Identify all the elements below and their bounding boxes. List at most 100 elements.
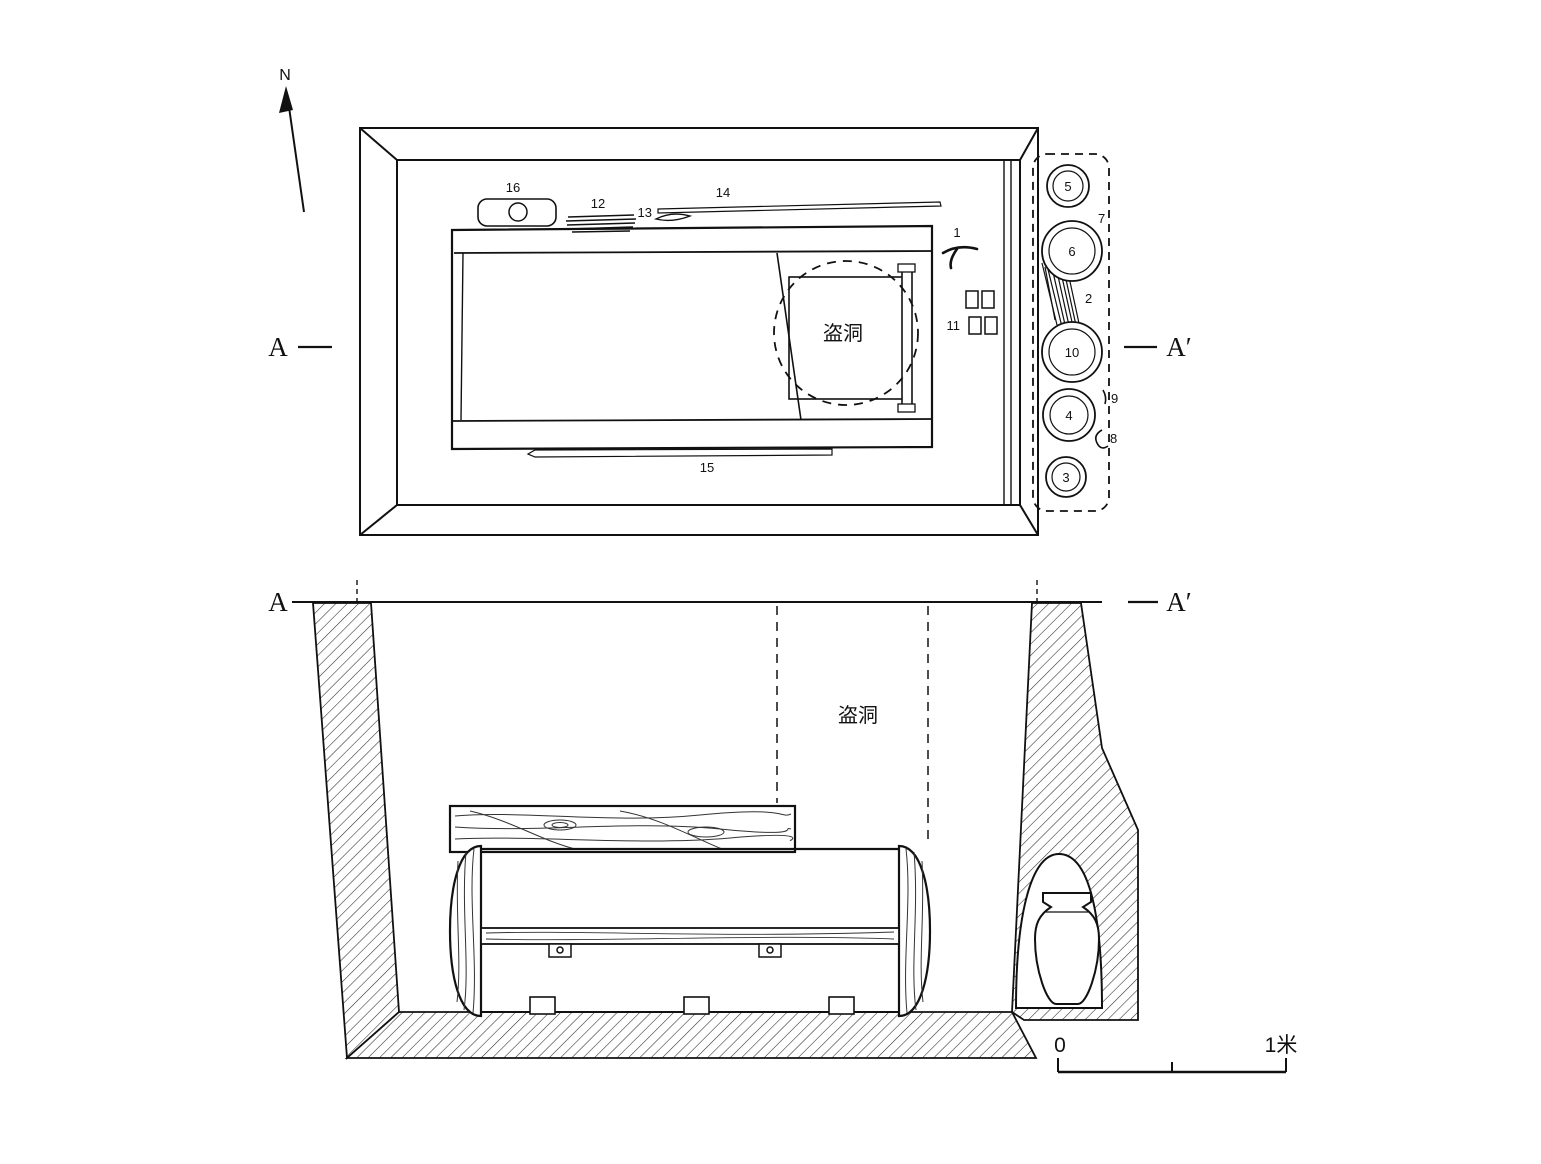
scale-bar: 0 1米 <box>1054 1034 1298 1074</box>
end-board-tenon-top <box>897 263 916 273</box>
vessel-3-rim-inner <box>1051 462 1081 492</box>
artifact-9-shape <box>1102 389 1107 405</box>
vessel-5-label: 5 <box>1064 179 1071 194</box>
artifact-16-knob <box>508 202 528 222</box>
vessel-circle-5: 5 <box>1046 164 1090 208</box>
artifact-16: 16 <box>477 180 557 227</box>
pot-body <box>1033 892 1101 1005</box>
lid-wood-grain <box>454 810 794 850</box>
artifact-2-strand <box>1045 260 1063 328</box>
artifact-2-label: 2 <box>1085 291 1092 306</box>
artifact-14-rod <box>657 201 942 214</box>
pit-corner-line <box>1019 504 1039 536</box>
pit-corner-line <box>359 504 398 536</box>
artifact-12-line <box>568 226 634 230</box>
vessel-10-label: 10 <box>1065 345 1079 360</box>
scale-max-label: 1米 <box>1265 1034 1298 1057</box>
artifact-11-plaque <box>984 316 998 335</box>
vessel-6-rim-outer <box>1041 220 1103 282</box>
vessel-niche-plan: 5 6 10 4 3 <box>1032 153 1110 512</box>
artifact-8-shape <box>1095 429 1109 449</box>
artifact-13-shape <box>653 213 693 222</box>
vessel-6-label: 6 <box>1068 244 1075 259</box>
north-arrow-head <box>279 86 293 113</box>
section-view: A A′ <box>268 580 1298 1074</box>
vessel-circle-3: 3 <box>1045 456 1087 498</box>
robber-hole-plan: 盗洞 <box>773 260 919 406</box>
vessel-4-rim-inner <box>1049 395 1089 435</box>
vessel-4-label: 4 <box>1065 408 1072 423</box>
artifact-8: 8 <box>1095 429 1117 449</box>
support-block <box>683 996 710 1015</box>
artifact-9-label: 9 <box>1111 391 1118 406</box>
vessel-circle-6: 6 <box>1041 220 1103 282</box>
artifact-1-shape <box>949 247 959 270</box>
vessel-circle-4: 4 <box>1042 388 1096 442</box>
pit-floor <box>344 1011 1038 1059</box>
plan-section-line: A A′ <box>268 332 1191 362</box>
coffin-outline-plan <box>450 224 934 451</box>
vessel-circle-10: 10 <box>1041 321 1103 383</box>
pit-wall-left <box>312 602 400 1060</box>
artifact-13: 13 <box>638 205 693 222</box>
vessel-10-rim-inner <box>1048 328 1096 376</box>
scale-zero-label: 0 <box>1054 1034 1066 1057</box>
end-board-grain-right <box>905 848 924 1014</box>
artifact-15-rod <box>526 448 833 458</box>
pit-inner-rect <box>396 159 1021 506</box>
end-board-tenon-bottom <box>897 403 916 413</box>
artifact-16-label: 16 <box>506 180 520 195</box>
coffin-cleats <box>548 943 782 958</box>
artifact-15-label: 15 <box>700 460 714 475</box>
artifact-1-shape <box>941 245 979 255</box>
coffin-body <box>448 844 932 1018</box>
artifact-12: 12 <box>565 196 637 233</box>
artifact-11: 11 <box>947 290 998 335</box>
coffin-bottom-plank-line <box>452 418 933 422</box>
coffin-left-end-line <box>460 252 464 421</box>
cleat-peg <box>556 946 564 954</box>
north-label: N <box>279 67 291 84</box>
artifact-12-line <box>566 222 636 226</box>
pit-corner-line <box>1019 127 1039 161</box>
plan-section-label-right: A′ <box>1166 332 1191 362</box>
artifact-11-plaque <box>965 290 979 309</box>
coffin-plan <box>450 224 934 451</box>
artifact-7-label: 7 <box>1098 211 1105 226</box>
support-block <box>828 996 855 1015</box>
plan-view: A A′ 盗洞 16 <box>268 127 1192 536</box>
robber-hole-label-section: 盗洞 <box>838 704 878 727</box>
support-block <box>529 996 556 1015</box>
robber-hole-circle <box>773 260 919 406</box>
coffin-top-plank-line <box>453 250 933 254</box>
artifact-9: 9 <box>1102 389 1118 406</box>
pit-corner-line <box>359 127 398 161</box>
niche-pot <box>1033 892 1101 1005</box>
coffin-lid-plank <box>448 804 797 854</box>
artifact-14-label: 14 <box>716 185 730 200</box>
north-arrow-shaft <box>287 99 305 213</box>
floor-board-grain <box>485 931 895 941</box>
vessel-3-label: 3 <box>1062 470 1069 485</box>
artifact-12-line <box>567 214 635 218</box>
vessel-5-rim-inner <box>1052 170 1084 202</box>
section-ground-line: A A′ <box>268 580 1192 624</box>
coffin-section: 盗洞 <box>448 606 932 1018</box>
end-board-grain-left <box>456 848 475 1014</box>
support-blocks <box>529 996 855 1015</box>
artifact-11-plaque <box>981 290 995 309</box>
artifact-1-label: 1 <box>953 225 960 240</box>
artifact-2-strand <box>1044 266 1056 321</box>
section-label-right: A′ <box>1166 587 1191 617</box>
plan-section-label-left: A <box>268 332 288 362</box>
north-arrow: N <box>279 67 305 213</box>
artifact-14: 14 <box>657 185 942 214</box>
artifact-12-line <box>565 218 637 222</box>
vessel-10-rim-outer <box>1041 321 1103 383</box>
artifact-11-plaque <box>968 316 982 335</box>
artifact-11-label: 11 <box>947 318 961 333</box>
lid-plank-outline <box>448 804 797 854</box>
cleat-peg <box>766 946 774 954</box>
